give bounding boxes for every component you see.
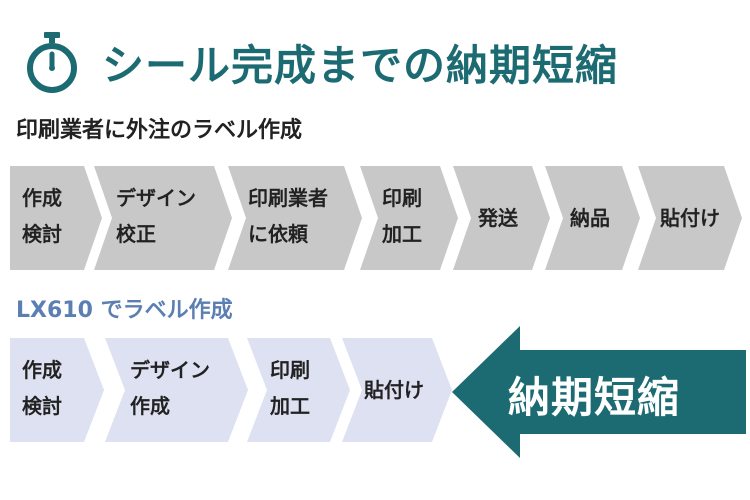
row2-step-4: 貼付け	[364, 378, 424, 402]
row1-step-6: 納品	[570, 206, 610, 230]
row1-step-3-shape	[228, 166, 362, 270]
row1-step-2: デザイン校正	[116, 186, 196, 246]
row2-step-2-shape	[105, 338, 248, 442]
row2-step-1: 作成検討	[22, 358, 62, 418]
row2-step-2: デザイン作成	[130, 358, 210, 418]
row1-step-5: 発送	[478, 206, 518, 230]
shorten-arrow	[452, 326, 746, 458]
row2-step-4-shape	[342, 338, 452, 442]
row2-step-1-shape	[10, 338, 104, 442]
title-row: シール完成までの納期短縮	[24, 30, 618, 94]
shorten-label: 納期短縮	[508, 373, 681, 422]
row1-step-2-shape	[94, 166, 232, 270]
row1-label: 印刷業者に外注のラベル作成	[16, 118, 303, 143]
row1-step-4-shape	[360, 166, 458, 270]
row2-step-3-shape	[247, 338, 350, 442]
row1-step-6-shape	[545, 166, 640, 270]
page-title: シール完成までの納期短縮	[102, 40, 619, 90]
row2-step-3: 印刷加工	[270, 358, 310, 418]
stopwatch-icon	[27, 32, 77, 93]
row1-step-1: 作成検討	[22, 186, 62, 246]
row1-step-4: 印刷加工	[382, 186, 422, 246]
row1-step-1-shape	[10, 166, 102, 270]
row1-step-7: 貼付け	[660, 206, 720, 230]
row1-step-5-shape	[453, 166, 550, 270]
row1-step-7-shape	[638, 166, 742, 270]
row1-step-3: 印刷業者に依頼	[248, 186, 328, 246]
row2-label: LX610 でラベル作成	[16, 298, 233, 323]
